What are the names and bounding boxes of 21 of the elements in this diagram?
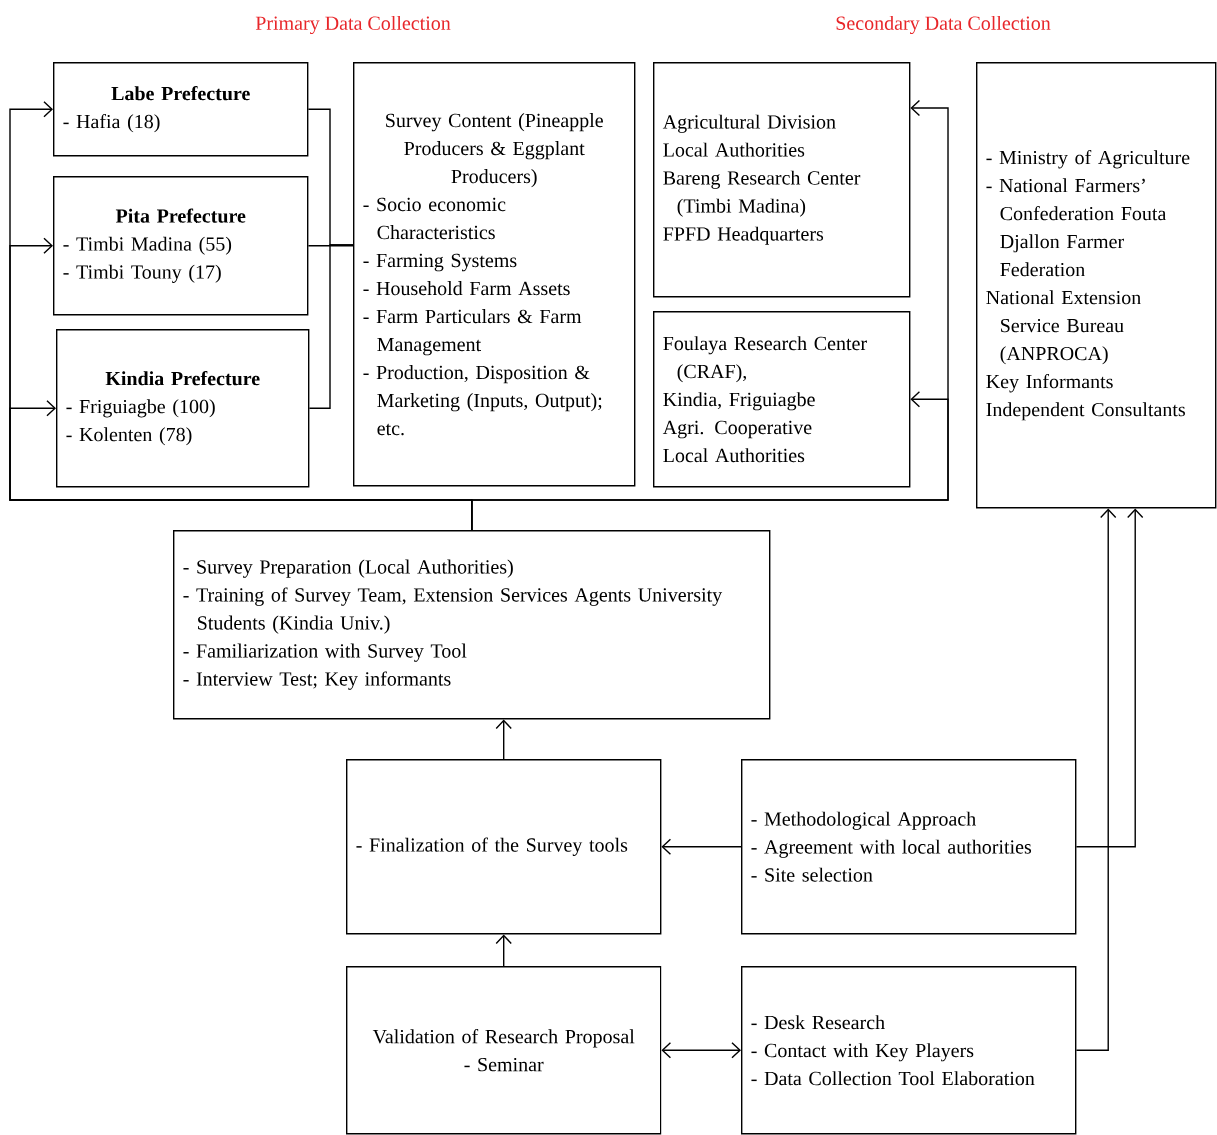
section-heading: Secondary Data Collection	[836, 15, 1051, 35]
text-box: Validation of Research Proposal - Seminar	[346, 966, 662, 1135]
arrow	[495, 719, 512, 760]
text-box: Kindia Prefecture - Friguiagbe (100) - Kolenten (78)	[56, 329, 310, 488]
text-box: Agricultural Division Local Authorities Bareng Research Center (Timbi Madina) FPFD Headquarters	[653, 62, 911, 298]
text-box: - Ministry of Agriculture - National Farmers’ Confederation Fouta Djallon Farmer Federation National Extension Service Bureau (ANPROCA) Key Informants Independent Consultants	[976, 62, 1217, 509]
arrow	[495, 934, 512, 967]
section-heading: Primary Data Collection	[255, 15, 451, 35]
arrow	[661, 838, 742, 855]
text-box: Survey Content (Pineapple Producers & Eggplant Producers) - Socio economic Characteristics - Farming Systems - Household Farm Assets - Farm Particulars & Farm Management - Production, Disposition & Marketing (Inputs, Output); etc.	[353, 62, 636, 487]
text-box: - Desk Research - Contact with Key Players - Data Collection Tool Elaboration	[741, 966, 1077, 1135]
text-box: - Survey Preparation (Local Authorities) - Training of Survey Team, Extension Services Agents University Students (Kindia Univ.) - Familiarization with Survey Tool - Interview Test; Key informants	[173, 530, 771, 720]
text-box: Pita Prefecture - Timbi Madina (55) - Timbi Touny (17)	[53, 176, 309, 316]
arrow	[1075, 508, 1117, 1051]
arrow	[1075, 508, 1144, 848]
text-box: - Methodological Approach - Agreement with local authorities - Site selection	[741, 759, 1077, 935]
text-box: - Finalization of the Survey tools	[346, 759, 662, 935]
arrow	[661, 1042, 741, 1059]
arrow	[471, 391, 949, 531]
text-box: Foulaya Research Center (CRAF), Kindia, Friguiagbe Agri. Cooperative Local Authorities	[653, 311, 911, 488]
text-box: Labe Prefecture - Hafia (18)	[53, 62, 309, 157]
